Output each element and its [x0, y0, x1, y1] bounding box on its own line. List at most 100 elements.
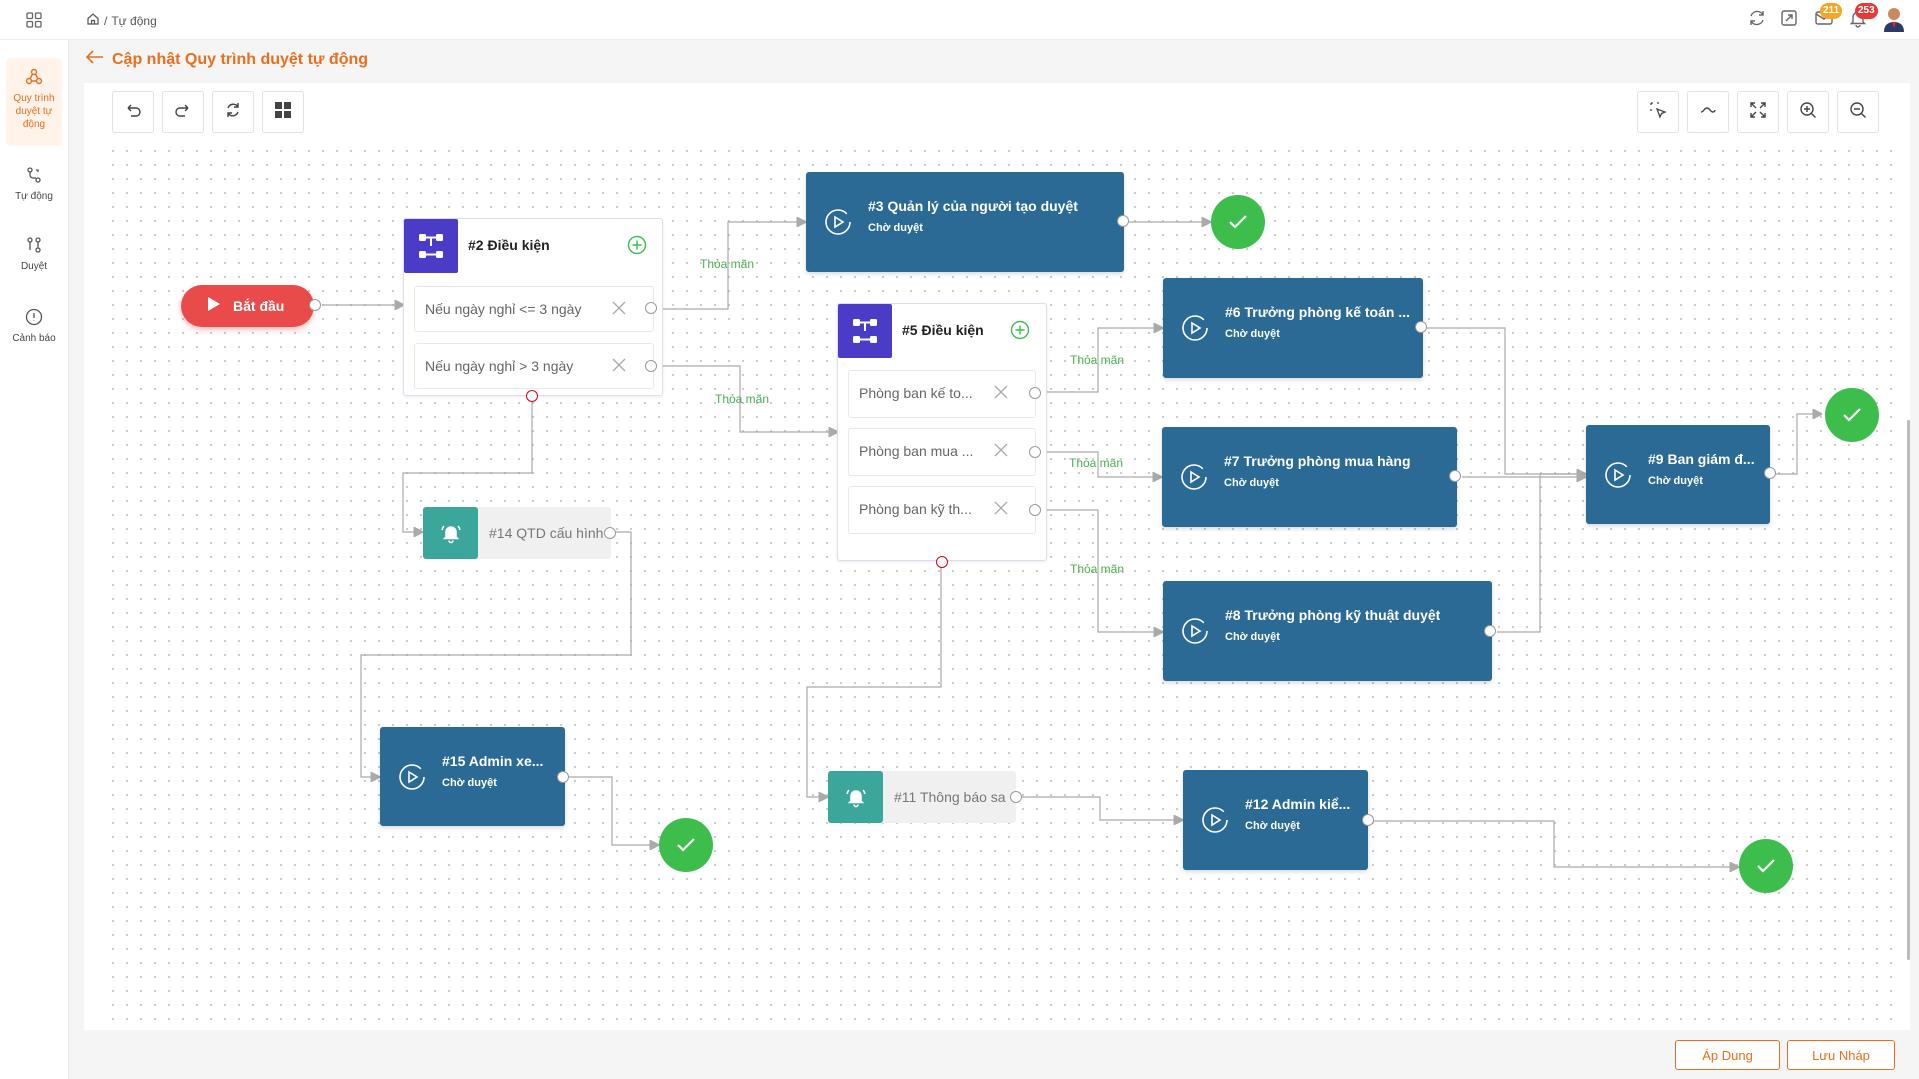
- sidebar-item-approve[interactable]: Duyệt: [6, 236, 62, 286]
- condition-row-label: Phòng ban kỹ th...: [859, 501, 972, 517]
- refresh-icon[interactable]: [1748, 9, 1766, 32]
- zoom-in-icon: [1799, 101, 1817, 124]
- zoom-in-button[interactable]: [1787, 91, 1829, 133]
- end-success-icon: [1211, 195, 1265, 249]
- remove-row-icon[interactable]: [612, 301, 626, 318]
- condition-output-port[interactable]: [1029, 504, 1041, 516]
- satisfied-label: Thỏa mãn: [1070, 562, 1125, 576]
- sync-icon: [224, 101, 242, 124]
- apps-grid-icon[interactable]: [26, 12, 42, 33]
- remove-row-icon[interactable]: [994, 501, 1008, 518]
- node-title: #8 Trưởng phòng kỹ thuật duyệt: [1225, 607, 1441, 623]
- node-title: #3 Quản lý của người tạo duyệt: [868, 198, 1078, 214]
- node-status: Chờ duyệt: [1648, 475, 1703, 487]
- redo-icon: [174, 101, 192, 124]
- condition-output-port[interactable]: [645, 302, 657, 314]
- condition-output-port[interactable]: [645, 360, 657, 372]
- redo-button[interactable]: [162, 91, 204, 133]
- user-avatar[interactable]: [1882, 6, 1906, 32]
- fullscreen-icon[interactable]: [1780, 9, 1798, 32]
- vertical-scrollbar[interactable]: [1907, 420, 1910, 960]
- node-output-port[interactable]: [1449, 470, 1461, 482]
- condition-node-5[interactable]: #5 Điều kiện Phòng ban kế to... Phòng ba…: [837, 303, 1047, 561]
- condition-icon: [838, 304, 892, 358]
- expand-icon: [1749, 101, 1767, 124]
- condition-node-2[interactable]: #2 Điều kiện Nếu ngày nghỉ <= 3 ngày Nếu…: [403, 218, 663, 396]
- start-output-port[interactable]: [309, 299, 321, 311]
- condition-title: #5 Điều kiện: [902, 322, 984, 338]
- node-output-port[interactable]: [1415, 321, 1427, 333]
- select-button[interactable]: [1637, 91, 1679, 133]
- zoom-out-button[interactable]: [1837, 91, 1879, 133]
- add-condition-icon[interactable]: [1010, 320, 1030, 340]
- approval-node-8[interactable]: #8 Trưởng phòng kỹ thuật duyệt Chờ duyệt: [1163, 581, 1492, 681]
- breadcrumb-separator: /: [104, 13, 108, 28]
- approval-node-3[interactable]: #3 Quản lý của người tạo duyệt Chờ duyệt: [806, 172, 1124, 272]
- apply-button[interactable]: Áp Dung: [1675, 1040, 1780, 1070]
- satisfied-label: Thỏa mãn: [715, 392, 770, 406]
- play-circle-icon: [1604, 461, 1632, 494]
- remove-row-icon[interactable]: [994, 385, 1008, 402]
- condition-icon: [404, 219, 458, 273]
- approval-node-15[interactable]: #15 Admin xe... Chờ duyệt: [380, 727, 565, 826]
- undo-button[interactable]: [112, 91, 154, 133]
- notify-output-port[interactable]: [604, 527, 616, 539]
- condition-row[interactable]: Phòng ban kế to...: [848, 370, 1036, 418]
- node-status: Chờ duyệt: [1225, 328, 1280, 340]
- curve-icon: [1699, 101, 1717, 124]
- home-icon[interactable]: [86, 12, 100, 29]
- save-draft-button[interactable]: Lưu Nháp: [1787, 1040, 1895, 1070]
- node-status: Chờ duyệt: [1225, 631, 1280, 643]
- page-title: Cập nhật Quy trình duyệt tự động: [112, 50, 369, 68]
- bell-ring-icon: [423, 507, 478, 559]
- node-output-port[interactable]: [1362, 814, 1374, 826]
- notify-node-11[interactable]: #11 Thông báo sa: [828, 771, 1016, 823]
- condition-row[interactable]: Phòng ban kỹ th...: [848, 486, 1036, 534]
- curve-button[interactable]: [1687, 91, 1729, 133]
- start-node[interactable]: Bắt đầu: [181, 285, 314, 327]
- play-circle-icon: [1181, 617, 1209, 650]
- back-arrow-icon[interactable]: [85, 50, 104, 69]
- flow-canvas[interactable]: [100, 140, 1900, 1030]
- sidebar-item-automation[interactable]: Tự động: [6, 166, 62, 216]
- condition-row[interactable]: Phòng ban mua ...: [848, 428, 1036, 476]
- node-output-port[interactable]: [1764, 467, 1776, 479]
- satisfied-label: Thỏa mãn: [1070, 353, 1125, 367]
- end-success-icon: [659, 818, 713, 872]
- condition-output-port[interactable]: [1029, 387, 1041, 399]
- undo-icon: [124, 101, 142, 124]
- remove-row-icon[interactable]: [994, 443, 1008, 460]
- start-label: Bắt đầu: [233, 298, 285, 314]
- condition-row-label: Phòng ban kế to...: [859, 385, 973, 401]
- condition-else-port[interactable]: [936, 556, 948, 568]
- bell-badge: 253: [1855, 3, 1878, 19]
- satisfied-label: Thỏa mãn: [700, 257, 755, 271]
- sidebar-item-label: Cảnh báo: [12, 333, 56, 344]
- condition-row[interactable]: Nếu ngày nghỉ <= 3 ngày: [414, 286, 654, 332]
- condition-else-port[interactable]: [526, 390, 538, 402]
- refresh-button[interactable]: [212, 91, 254, 133]
- approval-node-12[interactable]: #12 Admin kiể... Chờ duyệt: [1183, 770, 1368, 870]
- layout-button[interactable]: [262, 91, 304, 133]
- approval-node-9[interactable]: #9 Ban giám đ... Chờ duyệt: [1586, 425, 1770, 524]
- notify-output-port[interactable]: [1010, 791, 1022, 803]
- add-condition-icon[interactable]: [627, 235, 647, 255]
- sidebar-item-workflow[interactable]: Quy trình duyệt tự động: [6, 58, 62, 146]
- condition-output-port[interactable]: [1029, 446, 1041, 458]
- condition-row-label: Nếu ngày nghỉ <= 3 ngày: [425, 301, 582, 317]
- fit-view-button[interactable]: [1737, 91, 1779, 133]
- approval-node-7[interactable]: #7 Trưởng phòng mua hàng Chờ duyệt: [1162, 427, 1457, 527]
- sidebar-item-alert[interactable]: Cảnh báo: [6, 308, 62, 358]
- node-output-port[interactable]: [1117, 215, 1129, 227]
- sidebar-item-label: Duyệt: [20, 261, 48, 272]
- node-output-port[interactable]: [1484, 625, 1496, 637]
- node-status: Chờ duyệt: [868, 222, 923, 234]
- breadcrumb-current[interactable]: Tự động: [111, 13, 157, 28]
- condition-row[interactable]: Nếu ngày nghỉ > 3 ngày: [414, 343, 654, 389]
- approval-node-6[interactable]: #6 Trưởng phòng kế toán ... Chờ duyệt: [1163, 278, 1423, 378]
- remove-row-icon[interactable]: [612, 358, 626, 375]
- node-output-port[interactable]: [557, 771, 569, 783]
- notify-node-14[interactable]: #14 QTD cấu hình: [423, 507, 611, 559]
- alert-icon: [6, 308, 62, 326]
- node-title: #12 Admin kiể...: [1245, 796, 1351, 812]
